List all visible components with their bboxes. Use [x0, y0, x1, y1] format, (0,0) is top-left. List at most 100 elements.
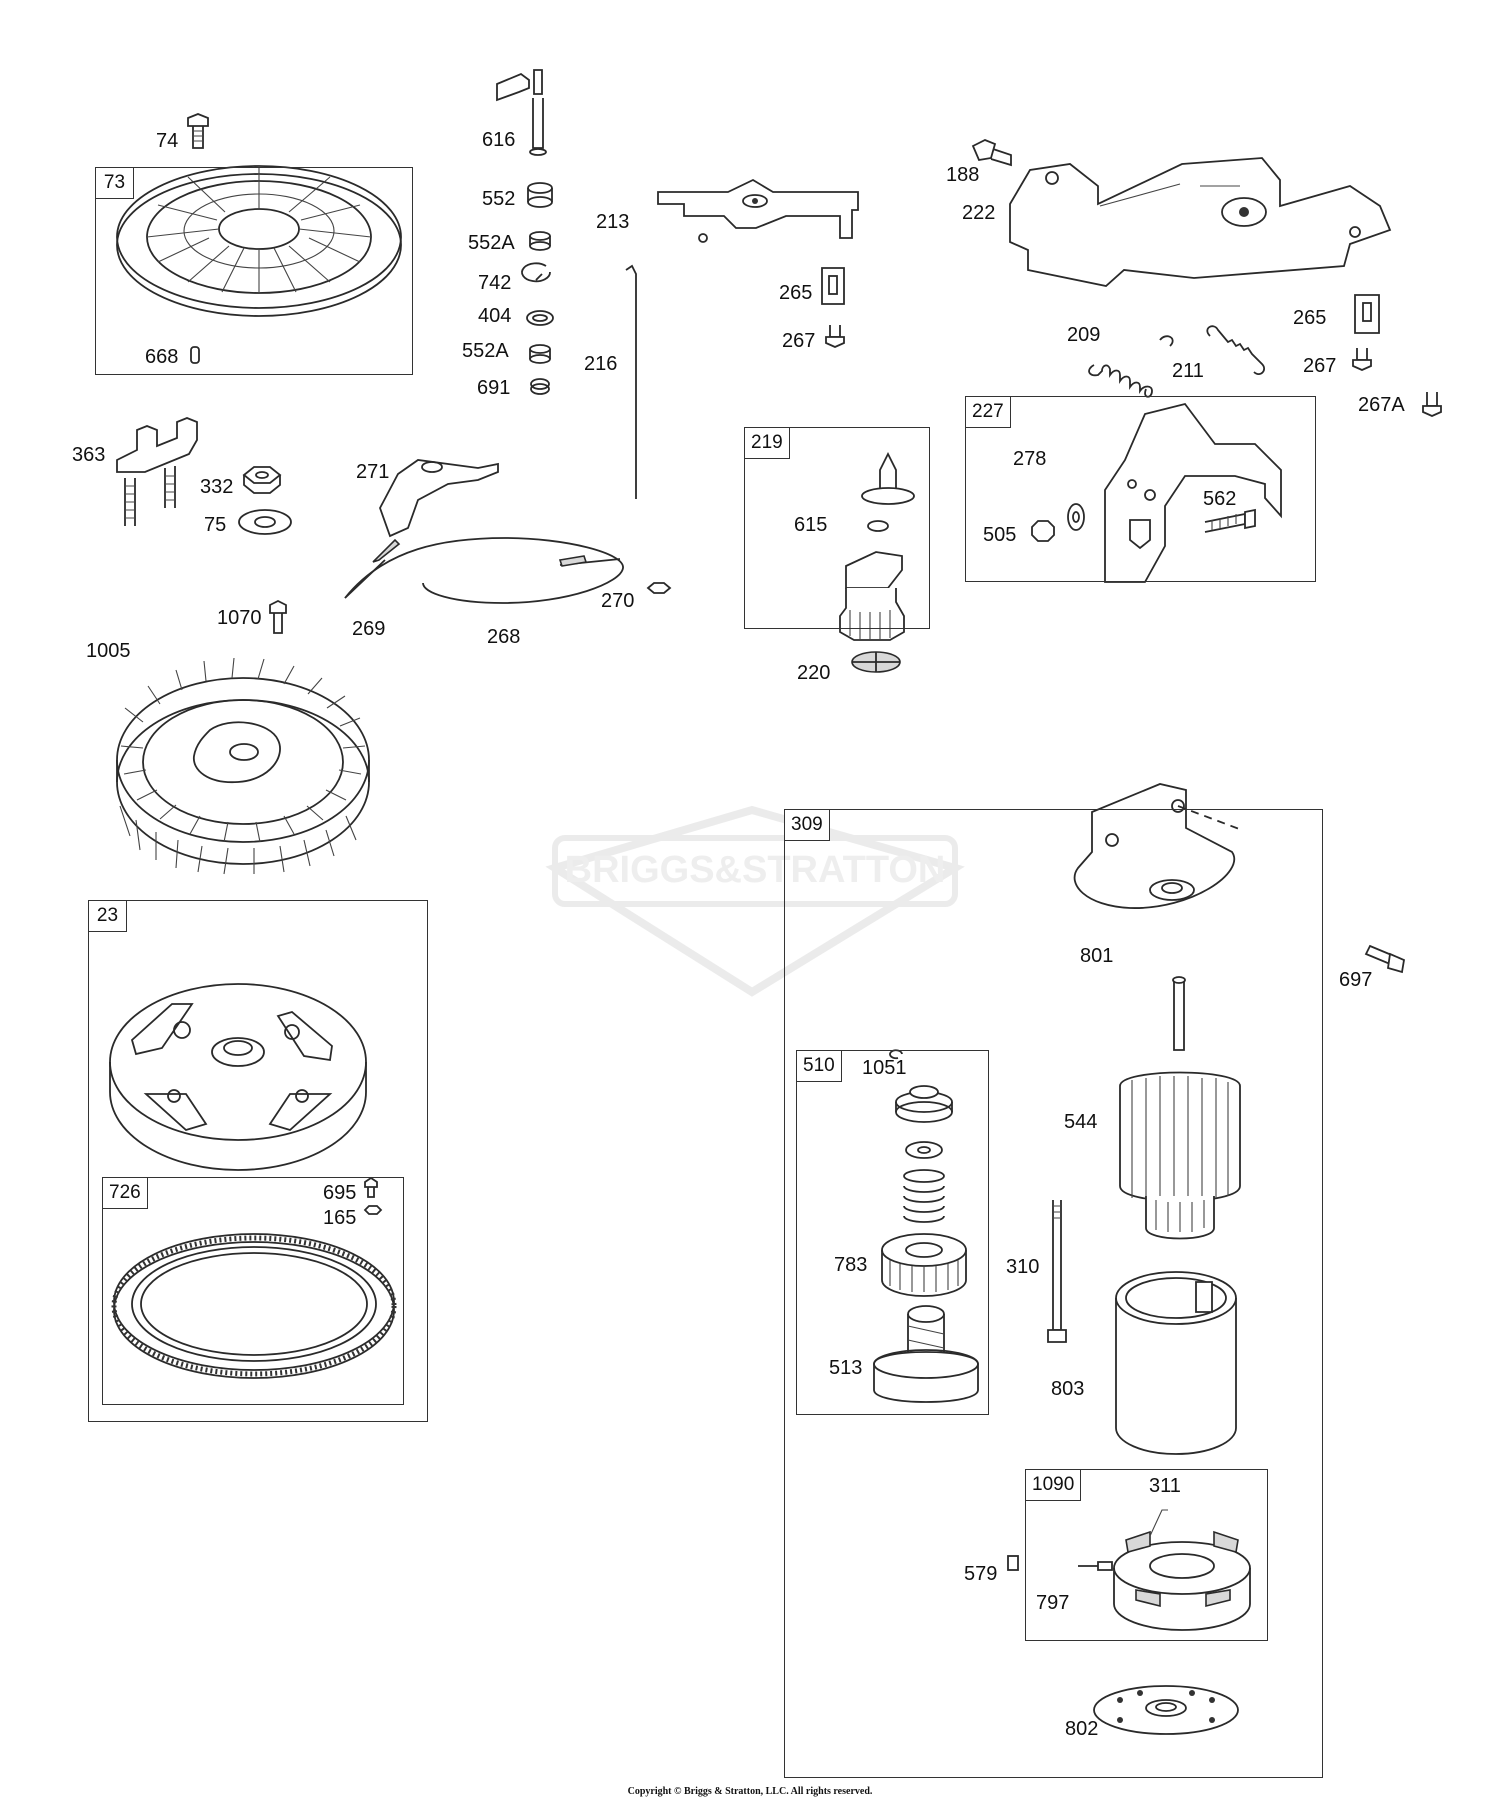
part-783-pinion-drawing	[881, 1233, 967, 1297]
callout-552A-lower: 552A	[462, 340, 509, 362]
callout-267-right: 267	[1303, 355, 1337, 377]
callout-404: 404	[478, 305, 512, 327]
callout-801: 801	[1080, 945, 1114, 967]
part-74-screw-drawing	[187, 113, 209, 149]
part-726-ring-gear-drawing	[111, 1233, 397, 1379]
part-552A-bushing-drawing	[529, 231, 551, 364]
part-222-bracket-drawing	[1009, 157, 1392, 287]
callout-269: 269	[352, 618, 386, 640]
group-73-label: 73	[96, 168, 134, 199]
part-697-bolt-drawing	[1364, 944, 1406, 974]
callout-552: 552	[482, 188, 516, 210]
part-695-screw-drawing	[364, 1176, 378, 1198]
part-510-spring-drawing	[903, 1169, 945, 1223]
part-219-clip-drawing	[839, 451, 915, 641]
callout-1005: 1005	[86, 640, 131, 662]
copyright-notice: Copyright © Briggs & Stratton, LLC. All …	[627, 1786, 873, 1797]
callout-332: 332	[200, 476, 234, 498]
part-188-bolt-drawing	[971, 139, 1012, 167]
part-227-plate-drawing	[1104, 402, 1282, 583]
callout-311: 311	[1149, 1475, 1181, 1497]
callout-278: 278	[1013, 448, 1047, 470]
group-309-label: 309	[785, 810, 830, 841]
part-220-disc-drawing	[851, 651, 901, 673]
part-267-screw-drawing	[825, 325, 1442, 417]
part-213-lever-drawing	[657, 178, 859, 243]
callout-562: 562	[1203, 488, 1237, 510]
group-726-box: 726	[102, 1177, 404, 1405]
callout-513: 513	[829, 1357, 863, 1379]
callout-209: 209	[1067, 324, 1101, 346]
group-309-box: 309	[784, 809, 1323, 1778]
callout-697: 697	[1339, 969, 1373, 991]
callout-668: 668	[145, 346, 179, 368]
callout-802: 802	[1065, 1718, 1099, 1740]
group-510-box: 510	[796, 1050, 989, 1415]
callout-267A: 267A	[1358, 394, 1405, 416]
part-668-pin-drawing	[190, 346, 200, 364]
part-1070-screw-drawing	[269, 599, 287, 634]
part-802-plate-drawing	[1093, 1685, 1239, 1735]
callout-211: 211	[1172, 360, 1204, 382]
part-363-bracket-drawing	[116, 417, 198, 526]
part-513-gear-drawing	[873, 1305, 979, 1403]
group-227-label: 227	[966, 397, 1011, 428]
callout-1070: 1070	[217, 607, 262, 629]
callout-310: 310	[1006, 1256, 1040, 1278]
part-278-washer-drawing	[1067, 503, 1085, 531]
part-211-spring-drawing	[1206, 325, 1266, 376]
callout-222: 222	[962, 202, 996, 224]
callout-265-right: 265	[1293, 307, 1327, 329]
callout-544: 544	[1064, 1111, 1098, 1133]
callout-579: 579	[964, 1563, 998, 1585]
group-726-label: 726	[103, 1178, 148, 1209]
watermark-logo: BRIGGS&STRATTON	[545, 805, 965, 997]
callout-803: 803	[1051, 1378, 1085, 1400]
callout-616: 616	[482, 129, 516, 151]
part-505-nut-drawing	[1031, 520, 1055, 542]
part-216-rod-drawing	[625, 264, 637, 499]
group-73-box: 73	[95, 167, 413, 375]
part-1051-ring-drawing	[889, 1049, 903, 1060]
part-803-housing-drawing	[1115, 1271, 1237, 1455]
callout-74: 74	[156, 130, 179, 152]
part-691-seal-drawing	[530, 378, 550, 395]
part-404-washer-drawing	[526, 310, 554, 326]
group-510-label: 510	[797, 1051, 842, 1082]
part-73-blower-screen-drawing	[116, 165, 402, 317]
group-219-box: 219	[744, 427, 930, 629]
callout-270: 270	[601, 590, 635, 612]
group-1090-label: 1090	[1026, 1470, 1082, 1501]
callout-216: 216	[584, 353, 618, 375]
part-1090-brush-holder-drawing	[1078, 1509, 1251, 1631]
callout-165: 165	[323, 1207, 357, 1229]
part-552-bushing-drawing	[527, 182, 553, 208]
callout-268: 268	[487, 626, 521, 648]
part-579-nut-drawing	[1007, 1555, 1019, 1571]
part-801-end-cap-drawing	[1073, 783, 1243, 909]
part-209-spring-drawing	[1088, 335, 1174, 398]
part-268-cable-drawing	[344, 537, 624, 604]
callout-505: 505	[983, 524, 1017, 546]
part-271-lever-drawing	[379, 459, 499, 538]
callout-271: 271	[356, 461, 390, 483]
group-227-box: 227	[965, 396, 1316, 582]
callout-265-left: 265	[779, 282, 813, 304]
part-270-nut-drawing	[646, 582, 672, 594]
callout-797: 797	[1036, 1592, 1070, 1614]
part-1005-flywheel-drawing	[116, 657, 370, 875]
callout-552A-upper: 552A	[468, 232, 515, 254]
callout-1051: 1051	[862, 1057, 907, 1079]
part-562-screw-drawing	[1204, 508, 1256, 533]
part-75-washer-drawing	[238, 509, 292, 535]
callout-188: 188	[946, 164, 980, 186]
part-23-plate-drawing	[109, 983, 367, 1171]
callout-615: 615	[794, 514, 828, 536]
callout-213: 213	[596, 211, 630, 233]
watermark-text: BRIGGS&STRATTON	[565, 849, 946, 891]
part-165-nut-drawing	[363, 1205, 383, 1215]
part-742-clip-drawing	[521, 262, 551, 283]
part-544-armature-drawing	[1119, 976, 1241, 1240]
callout-695: 695	[323, 1182, 357, 1204]
